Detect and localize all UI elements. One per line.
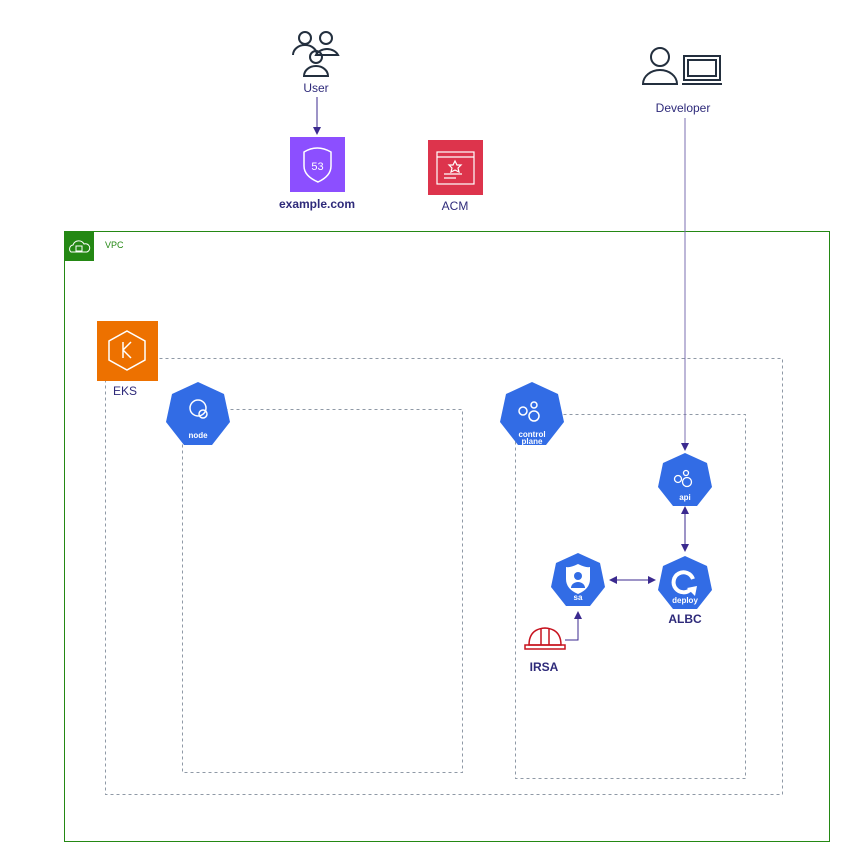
user-label: User <box>303 81 329 95</box>
users-icon <box>292 31 340 77</box>
developer-label: Developer <box>655 101 711 115</box>
api-icon: api <box>657 452 713 508</box>
control-plane-icon: control plane <box>499 381 565 447</box>
svg-text:53: 53 <box>311 161 323 173</box>
route53-label: example.com <box>278 197 356 211</box>
irsa-to-sa-arrow <box>565 611 582 641</box>
eks-cluster-boundary <box>105 358 783 795</box>
service-account-icon: sa <box>550 552 606 608</box>
irsa-label: IRSA <box>529 660 559 674</box>
albc-label: ALBC <box>668 612 702 626</box>
vpc-label: VPC <box>105 240 124 250</box>
route53-icon <box>290 137 345 192</box>
node-group-boundary <box>182 409 463 773</box>
eks-label: EKS <box>112 384 138 398</box>
control-plane-boundary <box>515 414 746 779</box>
developer-icon <box>641 47 722 85</box>
irsa-helmet-icon <box>524 627 566 650</box>
acm-label: ACM <box>441 199 469 213</box>
node-icon: node <box>165 381 231 447</box>
vpc-boundary <box>64 231 830 842</box>
eks-icon <box>97 321 158 381</box>
deploy-icon: deploy <box>657 555 713 611</box>
acm-icon <box>428 140 483 195</box>
